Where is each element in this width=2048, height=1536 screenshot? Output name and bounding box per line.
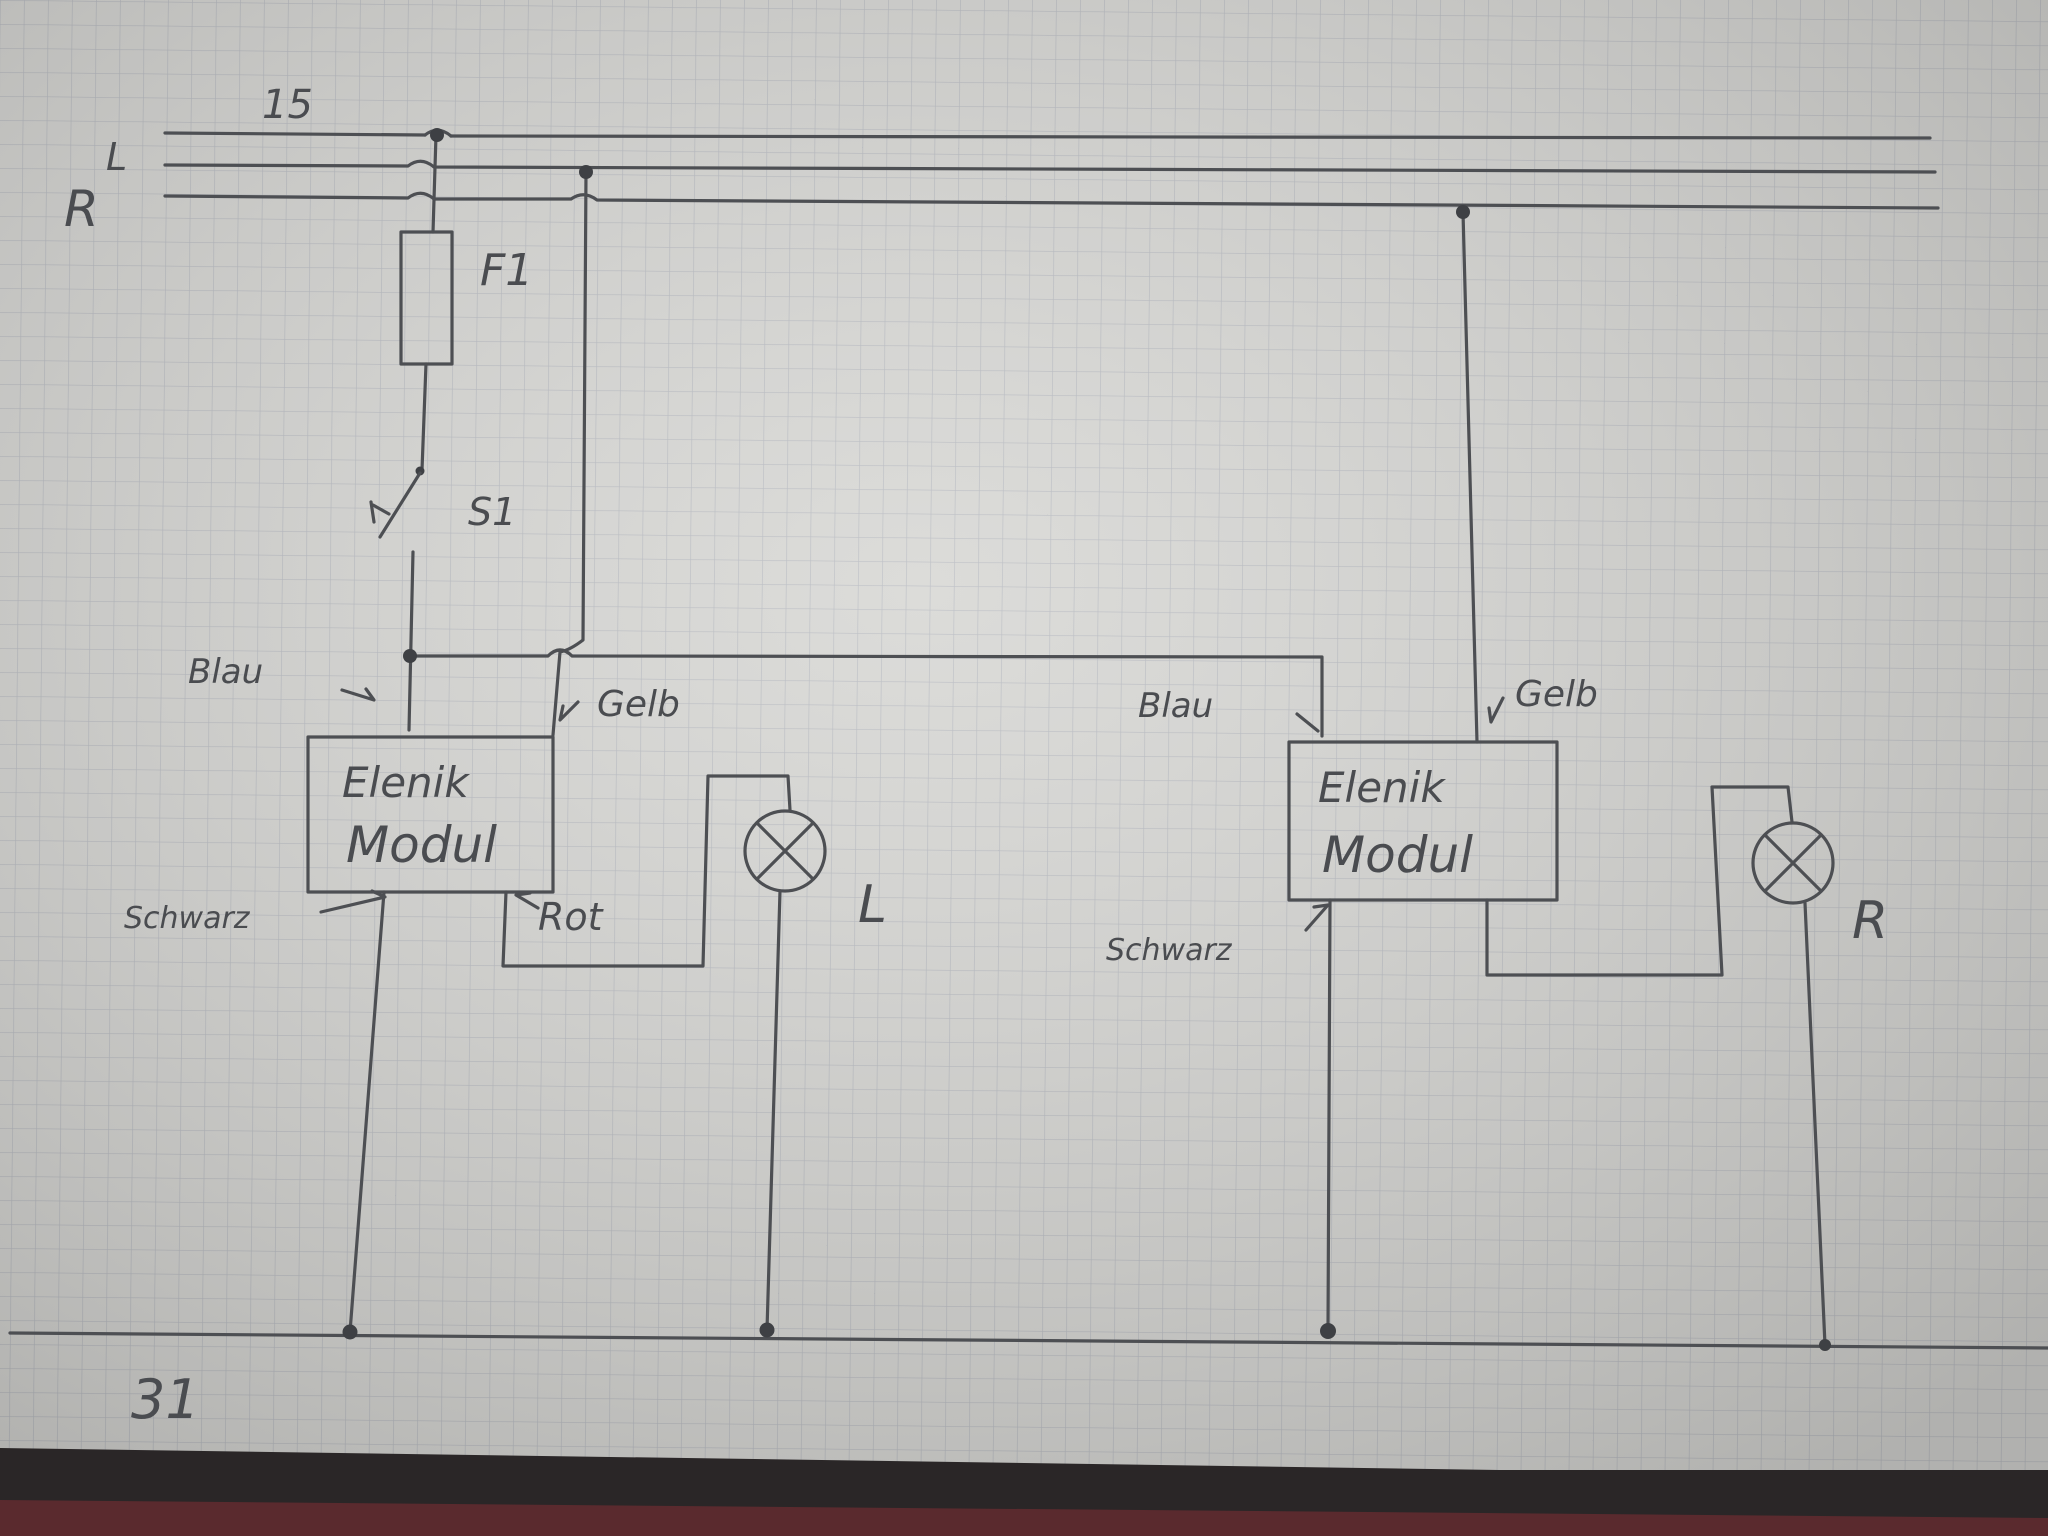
label-rail-15: 15 xyxy=(262,82,313,128)
wire-left-black xyxy=(348,890,386,1334)
label-rail-r: R xyxy=(64,180,99,238)
node-blue xyxy=(403,649,417,663)
switch-s1 xyxy=(369,466,425,732)
arrow-blau-left xyxy=(340,687,376,702)
node-L xyxy=(579,165,593,179)
node-15 xyxy=(430,128,444,142)
fuse-f1 xyxy=(399,133,454,472)
label-rail-l: L xyxy=(106,135,127,179)
arrow-blau-right xyxy=(1295,712,1320,733)
module-left-line1: Elenik xyxy=(342,758,470,807)
label-lamp-l: L xyxy=(858,875,887,935)
label-lamp-r: R xyxy=(1852,891,1888,951)
arrow-gelb-left xyxy=(558,700,580,722)
table-edge xyxy=(0,1500,2048,1536)
label-switch-s1: S1 xyxy=(468,490,516,534)
module-left: Elenik Modul xyxy=(306,735,555,894)
label-right-schwarz: Schwarz xyxy=(1106,933,1233,968)
wire-right-yellow xyxy=(1461,210,1479,744)
module-right: Elenik Modul xyxy=(1287,740,1559,902)
rail-R xyxy=(163,191,1940,210)
module-left-line2: Modul xyxy=(346,816,497,874)
arrow-schwarz-left xyxy=(319,889,387,914)
paper-shading xyxy=(0,0,2048,1470)
arrow-schwarz-right xyxy=(1304,903,1330,932)
label-left-rot: Rot xyxy=(538,895,605,939)
label-left-blau: Blau xyxy=(188,652,263,692)
node-ground-1 xyxy=(342,1324,358,1340)
wire-lamp-l-ground xyxy=(765,889,782,1332)
arrow-rot-left xyxy=(514,891,540,910)
node-ground-4 xyxy=(1819,1339,1831,1351)
wire-right-out xyxy=(1485,785,1794,977)
label-right-gelb: Gelb xyxy=(1515,674,1598,715)
node-R xyxy=(1456,205,1470,219)
wire-blue-cross xyxy=(407,648,1324,738)
wire-left-yellow xyxy=(551,170,588,737)
label-left-gelb: Gelb xyxy=(597,684,680,725)
wire-lamp-r-ground xyxy=(1803,901,1827,1347)
lamp-r-icon xyxy=(1751,821,1835,905)
label-rail-31: 31 xyxy=(131,1368,200,1431)
wire-right-black xyxy=(1326,898,1332,1332)
label-fuse-f1: F1 xyxy=(480,245,533,296)
node-ground-2 xyxy=(759,1322,775,1338)
label-right-blau: Blau xyxy=(1138,686,1213,726)
node-ground-3 xyxy=(1320,1323,1336,1339)
label-left-schwarz: Schwarz xyxy=(124,901,251,936)
arrow-gelb-right xyxy=(1487,696,1505,724)
lamp-l-icon xyxy=(743,809,827,893)
module-right-line2: Modul xyxy=(1322,826,1473,884)
wire-left-red xyxy=(501,774,792,968)
module-right-line1: Elenik xyxy=(1318,763,1446,812)
